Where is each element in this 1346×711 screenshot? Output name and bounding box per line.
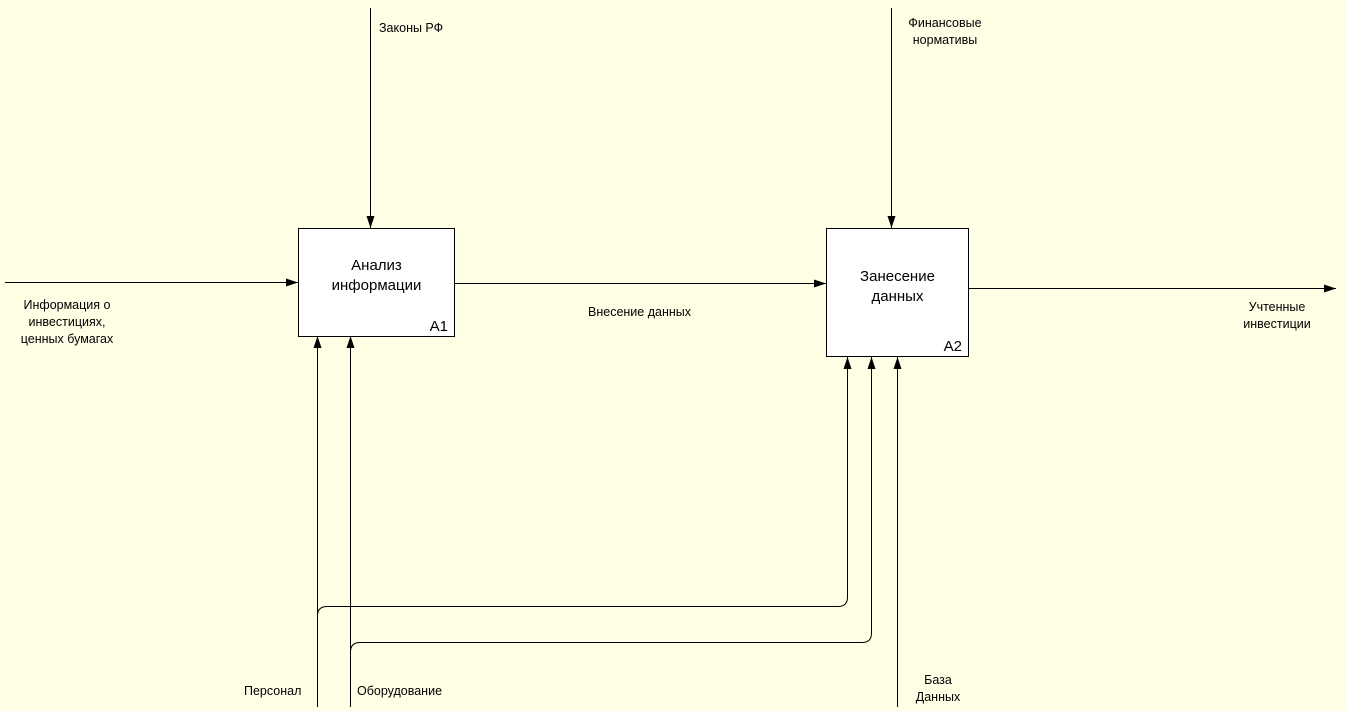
label-mechanism-database: База Данных	[915, 673, 961, 704]
label-flow-data-entry: Внесение данных	[588, 305, 691, 319]
activity-title-a1: Анализ информации	[331, 257, 422, 294]
mechanism-arrow-personnel-a2	[317, 357, 852, 617]
label-mechanism-equipment: Оборудование	[357, 684, 443, 698]
activity-number-a2: A2	[943, 338, 962, 355]
activity-box-a2[interactable]: Занесение данных A2	[826, 228, 969, 357]
label-mechanism-personnel: Персонал	[244, 684, 302, 698]
label-control-fin-norms: Финансовые нормативы	[908, 16, 982, 47]
label-output-investments: Учтенные инвестиции	[1243, 300, 1311, 331]
activity-number-a1: A1	[429, 318, 448, 335]
label-input-info: Информация о инвестициях, ценных бумагах	[20, 298, 114, 346]
mechanism-arrow-equipment-a2	[350, 357, 876, 653]
activity-title-a2: Занесение данных	[860, 268, 935, 305]
activity-box-a1[interactable]: Анализ информации A1	[298, 228, 455, 337]
label-control-laws: Законы РФ	[379, 21, 444, 35]
